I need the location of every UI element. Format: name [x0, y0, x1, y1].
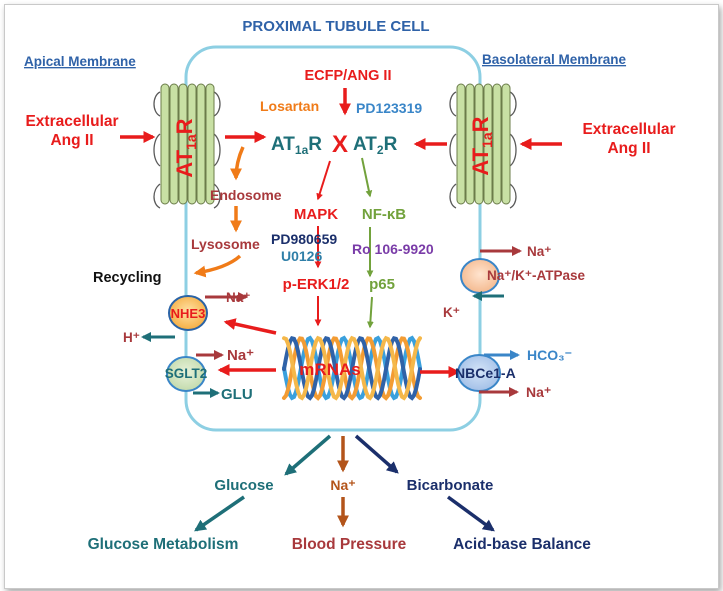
lysosome-to-recycling-arrow — [193, 254, 242, 278]
apical-at1a-receptor: AT1aR — [153, 83, 221, 209]
glucose-metabolism-label: Glucose Metabolism — [88, 536, 239, 553]
nhe3-na-label: Na⁺ — [226, 290, 250, 305]
apical-receptor-label: AT1aR — [172, 118, 199, 177]
ecfp-ang-ii-label: ECFP/ANG II — [304, 68, 391, 84]
glucose-to-metabolism-arrow — [194, 495, 245, 532]
mrna-helix — [282, 335, 422, 401]
at2-receptor-node: AT2R — [353, 134, 398, 157]
apical-membrane-label: Apical Membrane — [24, 54, 136, 69]
losartan-label: Losartan — [260, 98, 319, 114]
at1a-receptor-node: AT1aR — [271, 134, 322, 157]
sglt2-na-label: Na⁺ — [227, 347, 254, 364]
nhe3-transporter — [168, 295, 208, 331]
helix-strand-4 — [282, 335, 422, 401]
mrnas-label: mRNAs — [299, 360, 360, 379]
pd98059-label: PD980659 — [271, 231, 337, 247]
nbce1a-label: NBCe1-A — [455, 365, 516, 381]
mapk-label: MAPK — [294, 206, 338, 223]
lysosome-label: Lysosome — [191, 236, 260, 252]
sglt2-transporter — [166, 356, 206, 392]
endosome-label: Endosome — [210, 187, 282, 203]
sglt2-label: SGLT2 — [165, 366, 208, 381]
acid-base-balance-label: Acid-base Balance — [453, 536, 591, 553]
atpase-na-label: Na⁺ — [527, 244, 551, 259]
na-output-label: Na⁺ — [330, 477, 355, 493]
basolateral-membrane-label: Basolateral Membrane — [482, 52, 627, 67]
basolateral-receptor-label: AT1aR — [468, 116, 495, 175]
p65-to-mrna-arrow — [366, 296, 374, 329]
pd123319-label: PD123319 — [356, 100, 422, 116]
extracellular-ang-ii-left-line2: Ang II — [50, 132, 93, 149]
u0126-label: U0126 — [281, 248, 322, 264]
nhe3-label: NHE3 — [171, 306, 206, 321]
bicarbonate-output-label: Bicarbonate — [407, 477, 494, 494]
atpase-k-label: K⁺ — [443, 305, 460, 320]
extracellular-ang-ii-right-line1: Extracellular — [582, 121, 675, 138]
p-erk-label: p-ERK1/2 — [283, 276, 350, 293]
sglt2-glu-label: GLU — [221, 386, 253, 403]
extracellular-ang-ii-left-line1: Extracellular — [25, 113, 118, 130]
at1-to-mapk-arrow — [316, 160, 331, 201]
nbce1a-na-label: Na⁺ — [526, 384, 551, 400]
extracellular-ang-ii-right-line2: Ang II — [607, 140, 650, 157]
glucose-output-label: Glucose — [214, 477, 273, 494]
at2-to-nfkb-arrow — [361, 157, 373, 198]
cell-to-bicarbonate-arrow — [354, 434, 399, 474]
at1-to-endosome-arrow — [230, 146, 245, 181]
bicarbonate-to-acid-base-arrow — [446, 495, 495, 532]
na-k-atpase-label: Na⁺/K⁺-ATPase — [487, 268, 586, 283]
mrna-to-nhe3-arrow — [223, 318, 277, 335]
nfkb-label: NF-κB — [362, 206, 406, 223]
block-x-mark: X — [332, 131, 348, 158]
nbce1a-hco3-label: HCO₃⁻ — [527, 347, 572, 363]
recycling-label: Recycling — [93, 270, 162, 286]
blood-pressure-label: Blood Pressure — [292, 536, 407, 553]
p65-label: p65 — [369, 276, 395, 293]
diagram-title: PROXIMAL TUBULE CELL — [242, 18, 429, 35]
basolateral-at1a-receptor: AT1aR — [449, 83, 517, 209]
helix-strand-2 — [282, 336, 422, 401]
cell-to-glucose-arrow — [284, 434, 332, 476]
nhe3-h-label: H⁺ — [123, 330, 140, 345]
ro-106-9920-label: Ro 106-9920 — [352, 241, 434, 257]
